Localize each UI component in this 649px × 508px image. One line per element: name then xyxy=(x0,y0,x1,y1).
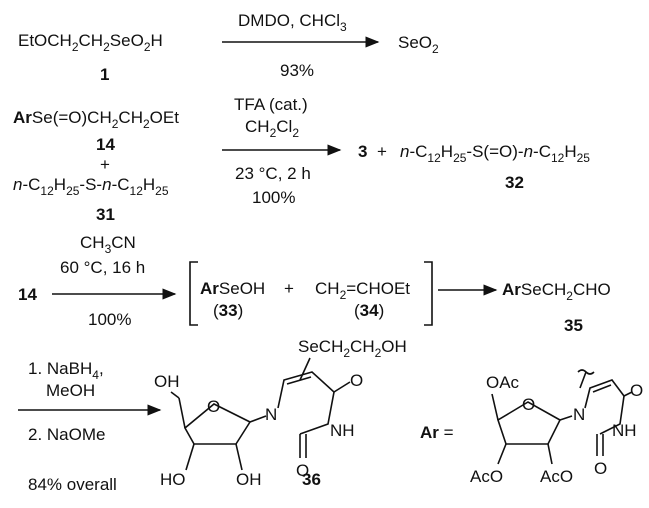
hydroxyl-3: HO xyxy=(160,470,186,489)
reaction-4-step-1-solvent: MeOH xyxy=(46,381,95,400)
compound-32-label: 32 xyxy=(505,173,524,192)
compound-36-structure: SeCH2CH2OH O OH HO OH N O NH O 36 xyxy=(154,337,407,489)
selenium-dioxide: SeO2 xyxy=(398,33,439,56)
ring-oxygen: O xyxy=(207,397,220,416)
compound-36-label: 36 xyxy=(302,470,321,489)
reaction-4: 1. NaBH4, MeOH 2. NaOMe 84% overall SeCH… xyxy=(18,337,643,494)
hydroxyl-5: OH xyxy=(154,372,180,391)
reaction-4-step-2: 2. NaOMe xyxy=(28,425,105,444)
compound-35-label: 35 xyxy=(564,316,583,335)
reaction-3-solvent: CH3CN xyxy=(80,233,136,256)
compound-14-formula: ArSe(=O)CH2CH2OEt xyxy=(13,108,179,131)
ar-nitrogen-3: NH xyxy=(612,421,637,440)
carbonyl-oxygen-4: O xyxy=(350,371,363,390)
right-bracket xyxy=(424,261,433,326)
left-bracket xyxy=(189,261,198,326)
reaction-2-product-plus: + xyxy=(377,142,387,161)
ar-ring-oxygen: O xyxy=(522,395,535,414)
intermediate-33-formula: ArSeOH xyxy=(200,279,265,298)
compound-36-side-chain: SeCH2CH2OH xyxy=(298,337,407,360)
compound-31-formula: n-C12H25-S-n-C12H25 xyxy=(13,175,169,198)
reaction-2-temp-time: 23 °C, 2 h xyxy=(235,164,311,183)
reaction-3-plus: + xyxy=(284,279,294,298)
compound-35-formula: ArSeCH2CHO xyxy=(502,280,611,303)
ar-definition: Ar = O OAc AcO AcO N O NH O xyxy=(420,369,643,486)
reaction-2-plus: + xyxy=(100,155,110,174)
ar-carbonyl-oxygen-2: O xyxy=(594,459,607,478)
intermediate-33-label: (33) xyxy=(213,301,243,320)
reaction-1: EtOCH2CH2SeO2H 1 DMDO, CHCl3 93% SeO2 xyxy=(18,11,439,84)
compound-32-formula: n-C12H25-S(=O)-n-C12H25 xyxy=(400,142,590,165)
compound-14-reactant-label: 14 xyxy=(18,285,37,304)
carbonyl-oxygen-2: O xyxy=(296,461,309,480)
compound-14-label: 14 xyxy=(96,135,115,154)
nitrogen-3: NH xyxy=(330,421,355,440)
compound-1-formula: EtOCH2CH2SeO2H xyxy=(18,31,163,54)
reaction-2-catalyst: TFA (cat.) xyxy=(234,95,308,114)
reaction-2: ArSe(=O)CH2CH2OEt 14 + n-C12H25-S-n-C12H… xyxy=(13,95,590,224)
nitrogen-1: N xyxy=(265,405,277,424)
reaction-4-step-1: 1. NaBH4, xyxy=(28,359,104,382)
ar-acetoxy-5: OAc xyxy=(486,373,520,392)
intermediate-34-formula: CH2=CHOEt xyxy=(315,279,410,302)
reaction-1-yield: 93% xyxy=(280,61,314,80)
hydroxyl-2: OH xyxy=(236,470,262,489)
ar-acetoxy-3: AcO xyxy=(470,467,503,486)
compound-3-label: 3 xyxy=(358,142,367,161)
reaction-1-conditions: DMDO, CHCl3 xyxy=(238,11,347,34)
reaction-2-yield: 100% xyxy=(252,188,295,207)
reaction-3: CH3CN 60 °C, 16 h 14 100% ArSeOH (33) + … xyxy=(18,233,611,335)
reaction-4-overall-yield: 84% overall xyxy=(28,475,117,494)
reaction-3-yield: 100% xyxy=(88,310,131,329)
ar-equals-label: Ar = xyxy=(420,423,454,442)
intermediate-34-label: (34) xyxy=(354,301,384,320)
compound-31-label: 31 xyxy=(96,205,115,224)
ar-acetoxy-2: AcO xyxy=(540,467,573,486)
reaction-3-temp-time: 60 °C, 16 h xyxy=(60,258,145,277)
reaction-2-solvent: CH2Cl2 xyxy=(245,117,299,140)
ar-carbonyl-oxygen-4: O xyxy=(630,381,643,400)
compound-1-label: 1 xyxy=(100,65,109,84)
ar-nitrogen-1: N xyxy=(573,405,585,424)
